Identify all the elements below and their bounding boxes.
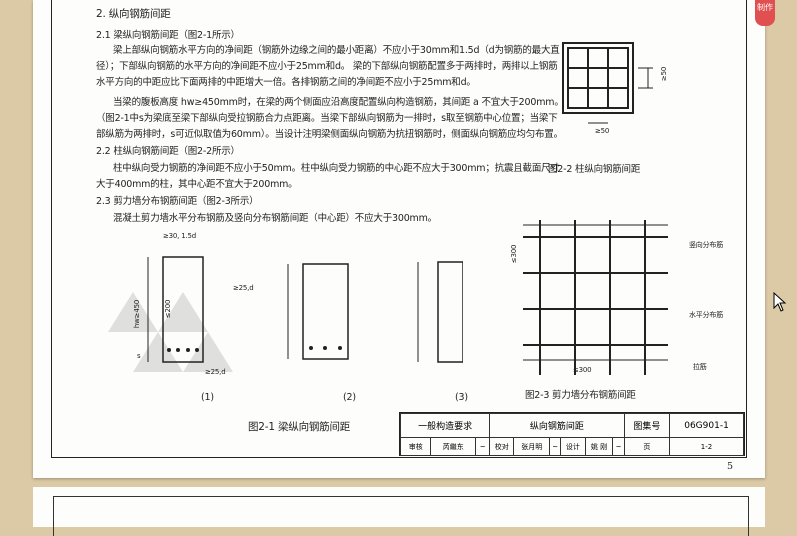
subsection-2-1-title: 2.1 梁纵向钢筋间距（图2-1所示）	[96, 30, 240, 41]
signature: ~	[549, 437, 562, 456]
next-page	[33, 487, 765, 536]
checker: 张月明	[513, 437, 551, 456]
top-dim-label: ≥30, 1.5d	[163, 232, 196, 240]
s-label: s	[137, 352, 141, 360]
designer: 姚 刚	[584, 437, 614, 456]
design-label: 设计	[560, 437, 586, 456]
figure-2-3-caption: 图2-3 剪力墙分布钢筋间距	[525, 390, 636, 401]
page-label: 页	[623, 437, 671, 456]
paragraph-line: 当梁的腹板高度 hw≥450mm时，在梁的两个侧面应沿高度配置纵向构造钢筋，其间…	[113, 97, 564, 108]
hw-label: hw≥450	[133, 299, 142, 329]
dim-label: ≥50	[595, 127, 610, 135]
signature: ~	[475, 437, 491, 456]
paragraph-line: （图2-1中s为梁底至梁下部纵向受拉钢筋合力点距离。当梁下部纵向钢筋为一排时，s…	[96, 113, 558, 124]
vertical-rebar-label: 竖向分布筋	[689, 241, 723, 249]
review-label: 审核	[399, 437, 432, 456]
figure-2-2-caption: 图2-2 柱纵向钢筋间距	[548, 164, 641, 175]
bookmark-stamp[interactable]: 制作	[755, 0, 775, 26]
figure-2-1-caption: 图2-1 梁纵向钢筋间距	[248, 421, 351, 433]
column-section-diagram	[562, 42, 653, 124]
beam-section-diagrams	[108, 256, 463, 372]
bottom-dim-label: ≥25,d	[205, 368, 226, 376]
section-title: 2. 纵向钢筋间距	[96, 8, 171, 20]
paragraph-line: 梁上部纵向钢筋水平方向的净间距（钢筋外边缘之间的最小距离）不应小于30mm和1.…	[113, 45, 560, 56]
dim-label: ≥50	[660, 66, 669, 82]
check-label: 校对	[489, 437, 515, 456]
subsection-2-3-title: 2.3 剪力墙分布钢筋间距（图2-3所示）	[96, 196, 259, 207]
horizontal-rebar-label: 水平分布筋	[689, 311, 723, 319]
document-page: 制作 2. 纵向钢筋间距 2.1 梁纵向钢筋间距（图2-1所示） 梁上部纵向钢筋…	[33, 0, 775, 478]
figure-label-3: (3)	[455, 392, 468, 403]
category: 一般构造要求	[399, 413, 491, 438]
paragraph-line: 部纵筋为两排时，s可近似取值为60mm）。当设计注明梁侧面纵向钢筋为抗扭钢筋时，…	[96, 129, 563, 140]
tie-label: 拉筋	[693, 363, 707, 371]
paragraph-line: 混凝土剪力墙水平分布钢筋及竖向分布钢筋间距（中心距）不应大于300mm。	[113, 213, 437, 224]
paragraph-line: 水平方向的中距应比下面两排的中距增大一倍。各排钢筋之间的净间距不应小于25mm和…	[96, 77, 476, 88]
figure-label-1: (1)	[201, 392, 214, 403]
signature: ~	[612, 437, 625, 456]
paragraph-line: 径）；下部纵向钢筋的水平方向的净间距不应小于25mm和d。 梁的下部纵向钢筋配置…	[96, 61, 558, 72]
page-no: 1-2	[669, 437, 744, 456]
page-number: 5	[727, 461, 733, 472]
paragraph-line: 柱中纵向受力钢筋的净间距不应小于50mm。柱中纵向受力钢筋的中心距不应大于300…	[113, 163, 560, 174]
subsection-2-2-title: 2.2 柱纵向钢筋间距（图2-2所示）	[96, 146, 240, 157]
paragraph-line: 大于400mm的柱，其中心距不宜大于200mm。	[96, 179, 298, 190]
side-dim-label: ≥25,d	[233, 284, 254, 292]
spacing-label: ≤200	[164, 299, 173, 319]
atlas-no: 06G901-1	[669, 413, 744, 438]
drawing-frame	[51, 0, 747, 458]
vertical-dim-label: ≤300	[510, 244, 519, 264]
atlas-label: 图集号	[623, 413, 671, 438]
mouse-cursor-icon	[773, 292, 787, 312]
figure-label-2: (2)	[343, 392, 356, 403]
drawing-name: 纵向钢筋间距	[489, 413, 625, 438]
horizontal-dim-label: ≤300	[573, 366, 592, 374]
wall-rebar-grid	[523, 220, 668, 375]
reviewer: 芮繼东	[430, 437, 477, 456]
